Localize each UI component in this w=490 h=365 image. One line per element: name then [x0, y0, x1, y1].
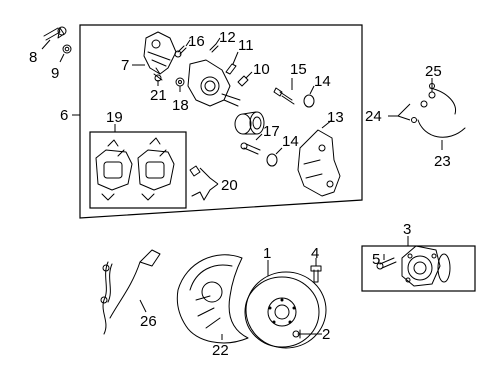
pin-12-part [209, 43, 219, 53]
callout-24: 24 [365, 108, 382, 125]
callout-14a-leader [309, 85, 315, 95]
caliper-body-part [187, 59, 241, 107]
callout-16-leader [185, 39, 191, 47]
pad-kit-box [89, 131, 187, 209]
brake-pads-part [95, 137, 175, 201]
screw-2-part [292, 329, 313, 339]
callout-2: 2 [322, 326, 330, 343]
callout-9: 9 [51, 65, 59, 82]
callout-19: 19 [106, 109, 123, 126]
dust-boot-10-part [237, 75, 249, 87]
callout-4: 4 [311, 245, 319, 262]
callout-12-leader [215, 37, 221, 45]
caliper-bracket-part [143, 31, 177, 75]
callout-14a: 14 [314, 73, 331, 90]
callout-22: 22 [212, 342, 229, 359]
callout-26-leader [139, 299, 147, 313]
callout-7: 7 [121, 57, 129, 74]
wheel-hub-part [401, 245, 451, 287]
cap-9-part [62, 44, 72, 54]
caliper-group-box [79, 24, 363, 219]
bolt-18-part [175, 77, 185, 87]
callout-1: 1 [263, 245, 271, 262]
piston-part [234, 111, 265, 135]
brake-rotor-1-part [244, 271, 327, 349]
callout-15: 15 [290, 61, 307, 78]
wheel-stud-4-part [310, 265, 322, 283]
callout-11: 11 [238, 37, 254, 54]
callout-25: 25 [425, 63, 442, 80]
callout-6: 6 [60, 107, 68, 124]
callout-14b: 14 [282, 133, 299, 150]
callout-21: 21 [150, 87, 167, 104]
callout-26: 26 [140, 313, 157, 330]
pad-clips-20-part [189, 165, 205, 201]
callout-14b-leader [275, 147, 283, 155]
spring-11-part [225, 63, 237, 75]
callout-20-leader [199, 167, 219, 201]
hub-bolt-5-part [376, 257, 397, 270]
fitting-25-part [428, 91, 436, 99]
boot-14a-part [303, 94, 315, 108]
callout-11-leader [232, 51, 239, 65]
callout-13-leader [321, 119, 333, 129]
callout-10-leader [245, 71, 253, 79]
callout-17-leader [255, 133, 263, 141]
abs-sensor-26-part [100, 249, 161, 335]
bolt-8-part [43, 26, 67, 41]
callout-16: 16 [188, 33, 205, 50]
guide-pin-21-part [153, 67, 163, 82]
boot-14b-part [266, 153, 278, 167]
callout-9-leader [59, 53, 65, 63]
callout-17: 17 [263, 123, 280, 140]
bleeder-16-part [174, 45, 187, 58]
callout-12: 12 [219, 29, 236, 46]
callout-8: 8 [29, 49, 37, 66]
callout-18: 18 [172, 97, 189, 114]
brake-hose-part [411, 83, 466, 138]
callout-13: 13 [327, 109, 344, 126]
callout-10: 10 [253, 61, 270, 78]
dust-shield-22-part [176, 254, 249, 344]
guide-pin-17-part [240, 142, 261, 155]
callout-24-leader [388, 103, 411, 121]
callout-20: 20 [221, 177, 238, 194]
bolt-15-part [273, 87, 295, 105]
callout-23: 23 [434, 153, 451, 170]
callout-5: 5 [372, 251, 380, 268]
callout-3: 3 [403, 221, 411, 238]
caliper-carrier-part [297, 129, 341, 197]
callout-8-leader [41, 39, 51, 50]
